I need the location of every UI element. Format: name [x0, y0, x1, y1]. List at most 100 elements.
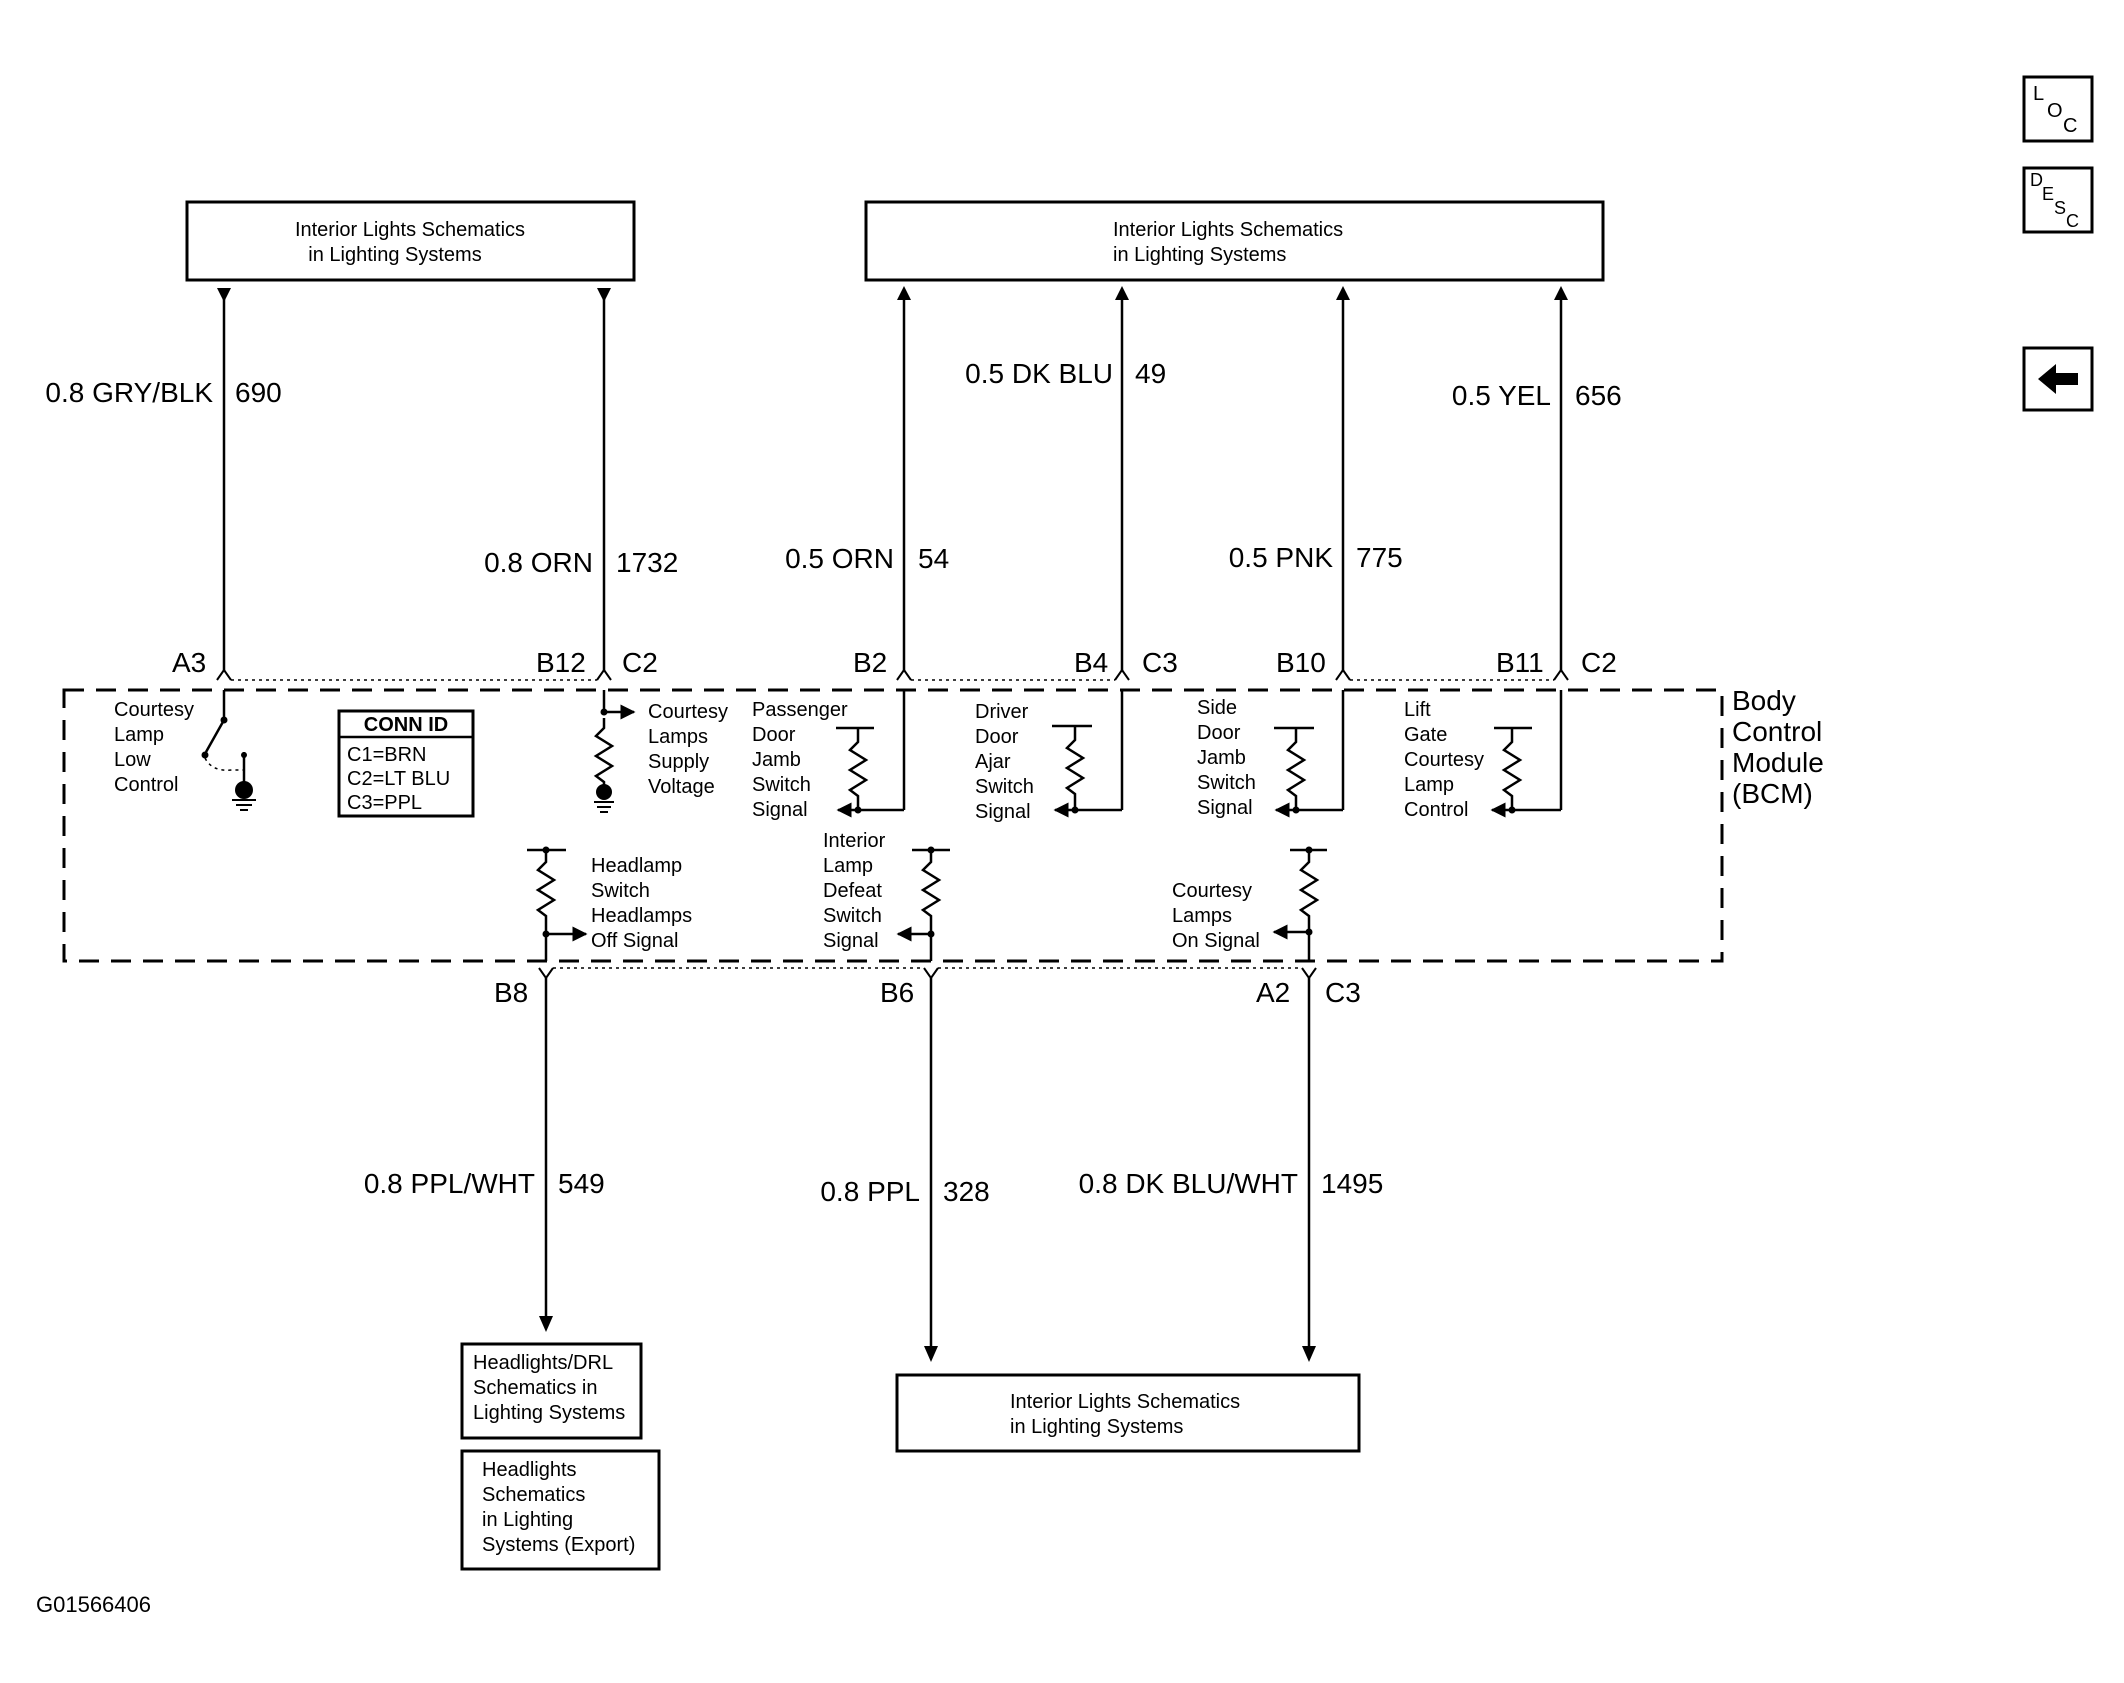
- dest-box-headlights-drl: Headlights/DRL Schematics in Lighting Sy…: [460, 1342, 643, 1440]
- svg-text:in Lighting Systems: in Lighting Systems: [308, 244, 481, 266]
- svg-text:Headlamps: Headlamps: [591, 905, 692, 927]
- svg-text:0.8 PPL: 0.8 PPL: [820, 1176, 920, 1207]
- svg-text:690: 690: [235, 377, 282, 408]
- wire-656: 0.5 YEL 656: [1452, 286, 1622, 672]
- svg-text:in Lighting Systems: in Lighting Systems: [1010, 1416, 1183, 1438]
- conn-id-box: CONN ID C1=BRN C2=LT BLU C3=PPL: [337, 709, 475, 818]
- bottom-pin-labels: B8 B6 A2 C3: [494, 977, 1361, 1008]
- svg-text:C2=LT BLU: C2=LT BLU: [347, 768, 450, 790]
- loc-button[interactable]: L O C: [2022, 75, 2094, 143]
- svg-text:C: C: [2066, 211, 2079, 231]
- svg-text:0.5 DK BLU: 0.5 DK BLU: [965, 358, 1113, 389]
- svg-text:C3: C3: [1325, 977, 1361, 1008]
- dest-box-top-right: Interior Lights Schematics in Lighting S…: [864, 200, 1605, 282]
- svg-text:Interior Lights Schematics: Interior Lights Schematics: [1113, 219, 1343, 241]
- svg-text:Door: Door: [1197, 722, 1241, 744]
- svg-text:Body: Body: [1732, 685, 1796, 716]
- svg-text:C1=BRN: C1=BRN: [347, 744, 426, 766]
- svg-text:Courtesy: Courtesy: [1404, 749, 1484, 771]
- svg-text:C2: C2: [622, 647, 658, 678]
- dest-box-headlights-export: Headlights Schematics in Lighting System…: [460, 1449, 661, 1571]
- svg-text:B10: B10: [1276, 647, 1326, 678]
- interior-lamp-defeat-switch-signal: Interior Lamp Defeat Switch Signal: [823, 830, 950, 961]
- svg-text:O: O: [2047, 100, 2063, 122]
- svg-text:1732: 1732: [616, 547, 678, 578]
- wire-54: 0.5 ORN 54: [785, 286, 949, 672]
- svg-text:49: 49: [1135, 358, 1166, 389]
- svg-text:0.8 ORN: 0.8 ORN: [484, 547, 593, 578]
- svg-text:Off Signal: Off Signal: [591, 930, 678, 952]
- wire-328: 0.8 PPL 328: [820, 978, 990, 1362]
- svg-text:Signal: Signal: [752, 799, 808, 821]
- wire-549: 0.8 PPL/WHT 549: [364, 978, 605, 1332]
- svg-text:328: 328: [943, 1176, 990, 1207]
- svg-text:Module: Module: [1732, 747, 1824, 778]
- svg-text:Control: Control: [1404, 799, 1468, 821]
- courtesy-lamps-on-signal: Courtesy Lamps On Signal: [1172, 846, 1327, 961]
- svg-text:Control: Control: [1732, 716, 1822, 747]
- svg-text:On Signal: On Signal: [1172, 930, 1260, 952]
- svg-text:Supply: Supply: [648, 751, 709, 773]
- svg-text:Signal: Signal: [823, 930, 879, 952]
- svg-text:Driver: Driver: [975, 701, 1029, 723]
- desc-button[interactable]: D E S C: [2022, 166, 2094, 234]
- wire-775: 0.5 PNK 775: [1229, 286, 1403, 672]
- svg-text:Courtesy: Courtesy: [1172, 880, 1252, 902]
- svg-text:S: S: [2054, 198, 2066, 218]
- svg-text:Systems (Export): Systems (Export): [482, 1534, 635, 1556]
- wire-49: 0.5 DK BLU 49: [965, 286, 1166, 672]
- svg-text:A3: A3: [172, 647, 206, 678]
- svg-text:Switch: Switch: [591, 880, 650, 902]
- svg-text:Interior Lights Schematics: Interior Lights Schematics: [1010, 1391, 1240, 1413]
- svg-text:Lamps: Lamps: [1172, 905, 1232, 927]
- svg-text:in Lighting Systems: in Lighting Systems: [1113, 244, 1286, 266]
- svg-text:Door: Door: [752, 724, 796, 746]
- svg-text:Side: Side: [1197, 697, 1237, 719]
- svg-text:Interior: Interior: [823, 830, 886, 852]
- svg-text:B11: B11: [1496, 647, 1544, 678]
- svg-text:Jamb: Jamb: [752, 749, 801, 771]
- svg-text:C3=PPL: C3=PPL: [347, 792, 422, 814]
- svg-text:CONN ID: CONN ID: [364, 714, 448, 736]
- back-button[interactable]: [2022, 346, 2094, 412]
- svg-text:Switch: Switch: [823, 905, 882, 927]
- svg-text:(BCM): (BCM): [1732, 778, 1813, 809]
- svg-text:B8: B8: [494, 977, 528, 1008]
- svg-text:Control: Control: [114, 774, 178, 796]
- lift-gate-courtesy-lamp-control: Lift Gate Courtesy Lamp Control: [1404, 690, 1563, 821]
- svg-text:Interior Lights Schematics: Interior Lights Schematics: [295, 219, 525, 241]
- svg-text:0.5 ORN: 0.5 ORN: [785, 543, 894, 574]
- svg-text:Switch: Switch: [975, 776, 1034, 798]
- svg-text:Headlamp: Headlamp: [591, 855, 682, 877]
- wire-1495: 0.8 DK BLU/WHT 1495: [1079, 978, 1383, 1362]
- svg-text:Lamp: Lamp: [823, 855, 873, 877]
- svg-text:656: 656: [1575, 380, 1622, 411]
- driver-door-ajar-switch-signal: Driver Door Ajar Switch Signal: [975, 690, 1124, 823]
- svg-text:C2: C2: [1581, 647, 1617, 678]
- passenger-door-jamb-switch-signal: Passenger Door Jamb Switch Signal: [752, 690, 906, 821]
- svg-text:Switch: Switch: [1197, 772, 1256, 794]
- courtesy-lamps-supply-voltage: Courtesy Lamps Supply Voltage: [593, 690, 728, 813]
- svg-text:Headlights/DRL: Headlights/DRL: [473, 1352, 613, 1374]
- svg-text:0.5 PNK: 0.5 PNK: [1229, 542, 1334, 573]
- figure-code: G01566406: [36, 1592, 151, 1617]
- side-door-jamb-switch-signal: Side Door Jamb Switch Signal: [1197, 690, 1345, 819]
- bcm-title: Body Control Module (BCM): [1732, 685, 1824, 809]
- svg-text:Courtesy: Courtesy: [114, 699, 194, 721]
- svg-text:Courtesy: Courtesy: [648, 701, 728, 723]
- svg-text:Lift: Lift: [1404, 699, 1431, 721]
- bottom-connector-chevrons: [538, 967, 1317, 980]
- svg-text:Jamb: Jamb: [1197, 747, 1246, 769]
- svg-text:C: C: [2063, 115, 2077, 137]
- svg-text:C3: C3: [1142, 647, 1178, 678]
- svg-text:549: 549: [558, 1168, 605, 1199]
- svg-text:L: L: [2033, 83, 2044, 105]
- wire-1732: 0.8 ORN 1732: [484, 288, 678, 672]
- svg-text:D: D: [2030, 170, 2043, 190]
- svg-text:E: E: [2042, 184, 2054, 204]
- arrow-left-icon: [2038, 364, 2078, 394]
- svg-text:Lamps: Lamps: [648, 726, 708, 748]
- svg-text:B4: B4: [1074, 647, 1108, 678]
- svg-text:0.8 DK BLU/WHT: 0.8 DK BLU/WHT: [1079, 1168, 1298, 1199]
